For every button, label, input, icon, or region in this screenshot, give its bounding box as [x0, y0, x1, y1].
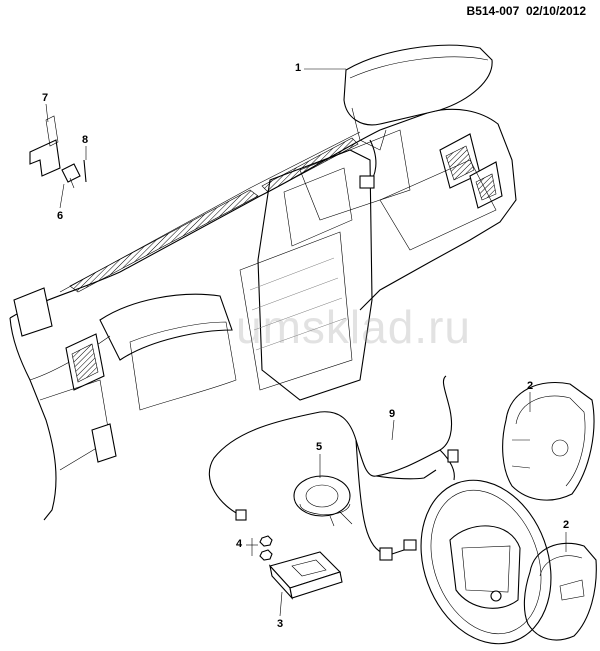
callout-9: 9 — [389, 408, 396, 420]
callout-6: 6 — [57, 210, 64, 222]
leader-lines — [45, 68, 567, 617]
diagram-code-id: B514-007 — [466, 4, 520, 18]
diagram-code: B514-007 02/10/2012 — [467, 4, 586, 18]
watermark: umsklad.ru — [236, 301, 471, 353]
driver-airbag-upper — [502, 382, 595, 501]
instrument-panel — [9, 108, 517, 521]
passenger-airbag-module — [343, 44, 493, 189]
callout-8: 8 — [82, 134, 89, 146]
callout-3: 3 — [277, 618, 284, 630]
callout-2-lower: 2 — [563, 519, 570, 531]
clock-spring — [293, 475, 353, 527]
callout-4: 4 — [236, 538, 243, 550]
callout-1: 1 — [295, 62, 302, 74]
diagram-code-date: 02/10/2012 — [525, 4, 586, 18]
driver-airbag-lower — [523, 542, 597, 641]
callout-5: 5 — [316, 441, 323, 453]
callout-2-upper: 2 — [527, 380, 534, 392]
wiring-harness — [208, 375, 459, 561]
airbag-control-module — [268, 551, 343, 600]
steering-wheel — [420, 479, 552, 645]
callout-7: 7 — [42, 92, 49, 104]
mounting-nuts — [259, 535, 273, 561]
sensor-bracket-group — [29, 115, 87, 189]
